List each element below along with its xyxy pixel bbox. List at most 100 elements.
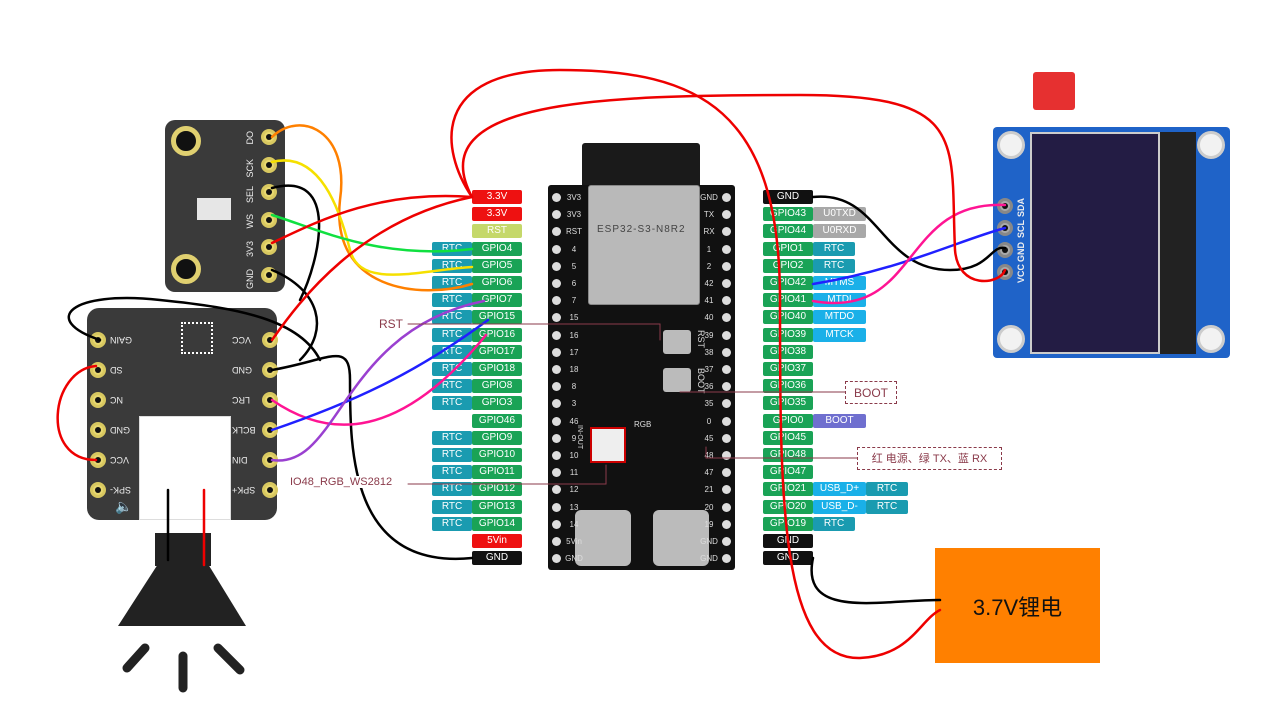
pin-tag-rtc: RTC [432,448,472,462]
header-pin [722,519,731,529]
header-pin [552,399,561,409]
amp-pin-spk- [90,482,106,498]
silk-label: 1 [706,244,712,254]
sound-line [213,643,245,675]
silk-label: TX [703,210,715,220]
boot-button[interactable] [663,368,691,392]
pin-label-gpio5: GPIO5 [472,258,522,273]
pin-tag-u0rxd: U0RXD [813,224,866,239]
pin-tag-rtc: RTC [866,482,908,497]
header-pin [722,399,731,409]
pin-tag-rtc: RTC [813,516,855,531]
pin-label-3.3v: 3.3V [472,190,522,204]
pin-tag-rtc: RTC [813,241,855,256]
i2s-microphone-module [165,120,285,292]
header-pin [552,227,561,237]
amp-pin-nc [90,392,106,408]
pin-label-gpio41: GPIO41 [763,293,813,308]
speaker-icon: 🔈 [115,498,133,514]
header-pin [552,330,561,340]
silk-label: 6 [571,279,577,288]
header-pin [722,244,731,254]
pin-tag-rtc: RTC [432,482,472,497]
pin-label-gpio40: GPIO40 [763,310,813,325]
silk-label: 2 [706,261,712,271]
amp-pin-gnd [90,422,106,438]
silk-label: 3V3 [566,210,582,220]
wire-amp-vcc [270,195,474,342]
pin-tag-mtck: MTCK [813,327,866,342]
mic-pin-do [261,129,277,145]
wire-sda-gpio41 [811,203,1007,305]
pin-tag-rtc: RTC [432,499,472,514]
header-pin [722,227,731,237]
header-pin [552,193,561,202]
esp32-module: ESP32-S3-N8R2 [588,185,700,305]
oled-flex-cable [1160,132,1196,354]
silk-label: 21 [704,485,714,495]
wire-oled-vcc [461,93,1007,283]
silk-label: 19 [704,519,714,529]
wire-lrc-gpio16 [270,333,488,426]
header-pin [552,537,561,546]
wire-bclk-gpio15 [270,318,490,432]
pin-label-gpio46: GPIO46 [472,413,522,428]
header-pin [722,210,731,220]
silk-label: 41 [704,296,714,306]
wire-battery-neg [810,556,942,605]
pin-label-gpio9: GPIO9 [472,430,522,445]
amp-pin-bclk [262,422,278,438]
lithium-battery: 3.7V锂电 [935,548,1100,663]
pin-label-gnd: GND [472,551,522,566]
wire-sd-vcc [56,364,98,462]
pin-tag-usb_d+: USB_D+ [813,482,866,497]
pin-label-gpio1: GPIO1 [763,241,813,256]
silk-label: 8 [571,382,577,392]
wire-battery-pos [450,68,942,660]
silk-label: 15 [569,313,579,323]
silk-label: RX [703,227,715,237]
header-pin [722,313,731,323]
silk-label: 11 [569,468,579,478]
oled-film-tab [1033,72,1075,110]
pin-tag-boot: BOOT [813,413,866,428]
wire-ws-gpio4 [270,213,474,253]
silk-label: 35 [704,399,714,409]
silk-label: 3V3 [566,193,582,202]
speaker-body [118,564,246,626]
silk-label: 7 [571,296,577,306]
pin-label-gpio45: GPIO45 [763,430,813,445]
header-pin [552,382,561,392]
header-pin [552,554,561,564]
header-pin [552,313,561,323]
wire-3v3 [270,194,474,245]
silk-label: 17 [569,347,579,357]
pin-label-gnd: GND [763,190,813,204]
pin-label-rst: RST [472,224,522,239]
amp-pin-lrc [262,392,278,408]
pin-label-gpio10: GPIO10 [472,448,522,462]
header-pin [552,433,561,443]
pin-label-gpio2: GPIO2 [763,258,813,273]
silk-label: 46 [569,416,579,426]
silk-label: 10 [569,451,579,460]
header-pin [552,244,561,254]
silk-label: 45 [704,433,714,443]
battery-label: 3.7V锂电 [972,594,1063,620]
pin-tag-rtc: RTC [432,465,472,480]
pin-tag-mtms: MTMS [813,276,866,290]
silk-label: 36 [704,382,714,392]
pin-label-gnd: GND [763,551,813,566]
silk-label: 37 [704,365,714,374]
pin-label-gpio17: GPIO17 [472,344,522,359]
header-pin [552,296,561,306]
header-pin [552,365,561,374]
wire-gain [67,296,322,362]
rst-button[interactable] [663,330,691,354]
header-pin [722,279,731,288]
silk-label: GND [700,193,718,202]
silk-label: 16 [569,330,579,340]
usb-c-port-1 [575,510,631,566]
pin-label-3.3v: 3.3V [472,207,522,222]
header-pin [722,433,731,443]
